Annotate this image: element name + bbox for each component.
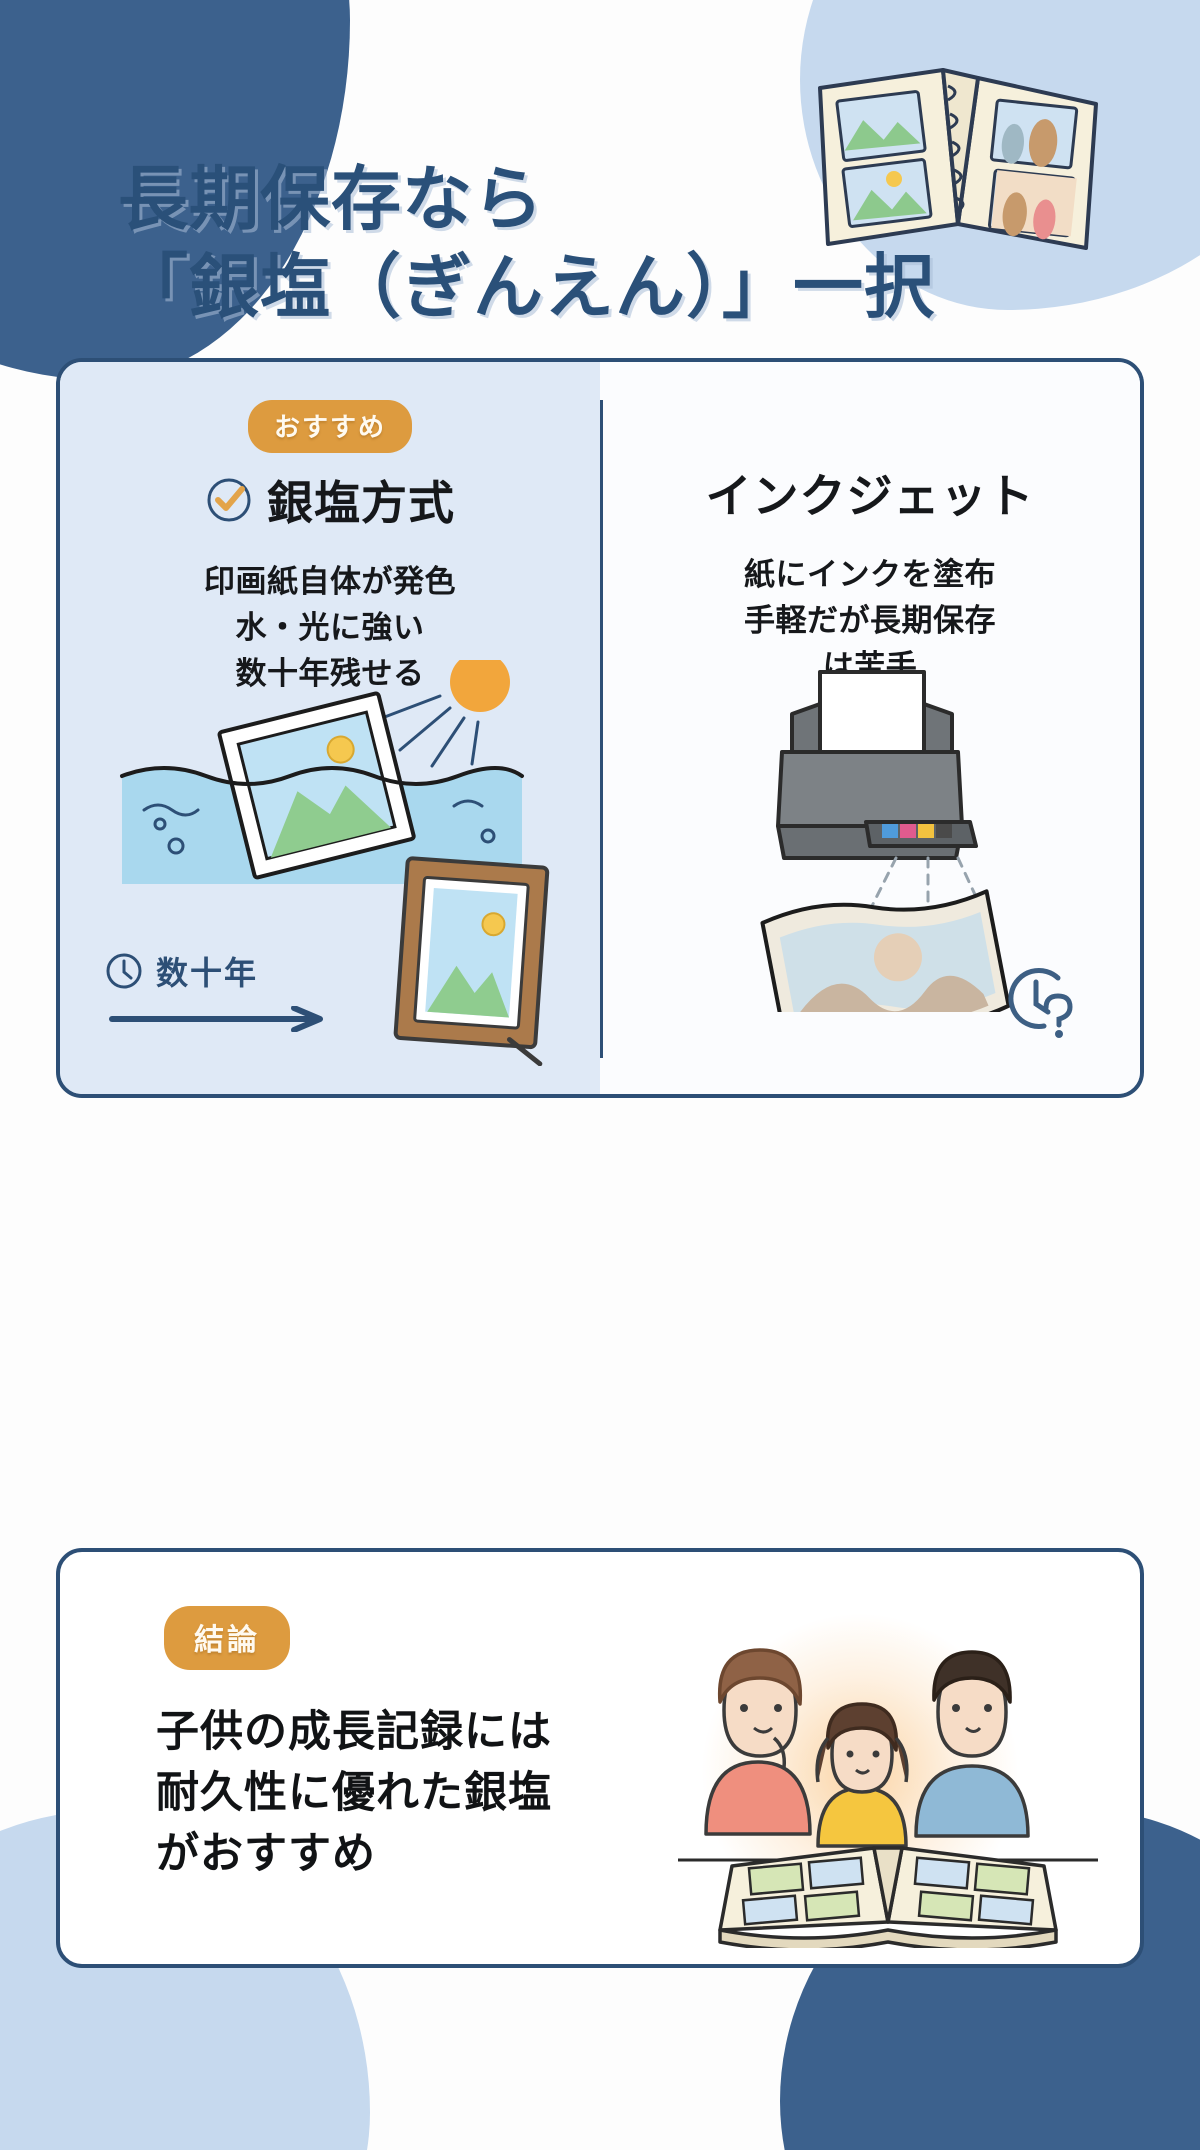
header: 長期保存なら 「銀塩（ぎんえん）」一択	[0, 0, 1200, 440]
silver-halide-line-2: 水・光に強い	[235, 609, 425, 645]
recommended-badge-row: おすすめ	[60, 400, 600, 453]
column-divider	[600, 400, 603, 1058]
duration-indicator: 数十年	[104, 948, 258, 994]
inkjet-printer-icon	[760, 670, 1011, 1012]
clock-icon	[106, 953, 142, 989]
silver-halide-heading: 銀塩方式	[60, 467, 600, 533]
conclusion-card: 結論 子供の成長記録には 耐久性に優れた銀塩 がおすすめ	[56, 1548, 1144, 1968]
conclusion-line-3: がおすすめ	[156, 1830, 376, 1879]
clock-question-icon	[1008, 967, 1073, 1038]
photo-album-icon	[818, 68, 1098, 250]
comparison-card: おすすめ 銀塩方式 印画紙自体が発色 水・光に強い 数十年残せる	[56, 358, 1144, 1098]
inkjet-line-2: 手軽だが長期保存	[744, 602, 996, 638]
column-inkjet: インクジェット 紙にインクを塗布 手軽だが長期保存 は苦手	[600, 362, 1140, 1094]
recommended-badge: おすすめ	[247, 400, 412, 453]
silver-halide-description: 印画紙自体が発色 水・光に強い 数十年残せる	[60, 559, 600, 697]
framed-photo-icon	[393, 856, 550, 1066]
check-circle-icon	[207, 478, 251, 522]
silver-halide-line-3: 数十年残せる	[235, 655, 425, 691]
photo-in-water-icon	[120, 660, 524, 884]
inkjet-line-1: 紙にインクを塗布	[744, 557, 996, 592]
arrow-right-icon	[109, 1006, 323, 1032]
duration-label: 数十年	[156, 955, 259, 991]
conclusion-line-2: 耐久性に優れた銀塩	[156, 1769, 552, 1818]
family-with-album-icon	[678, 1648, 1098, 1948]
silver-halide-line-1: 印画紙自体が発色	[204, 564, 456, 599]
inkjet-heading: インクジェット	[600, 400, 1140, 526]
conclusion-line-1: 子供の成長記録には	[156, 1708, 552, 1756]
silver-halide-title: 銀塩方式	[267, 477, 455, 529]
conclusion-badge: 結論	[164, 1606, 290, 1670]
conclusion-text: 子供の成長記録には 耐久性に優れた銀塩 がおすすめ	[156, 1702, 552, 1885]
column-silver-halide: おすすめ 銀塩方式 印画紙自体が発色 水・光に強い 数十年残せる	[60, 362, 600, 1094]
inkjet-title: インクジェット	[705, 470, 1035, 522]
